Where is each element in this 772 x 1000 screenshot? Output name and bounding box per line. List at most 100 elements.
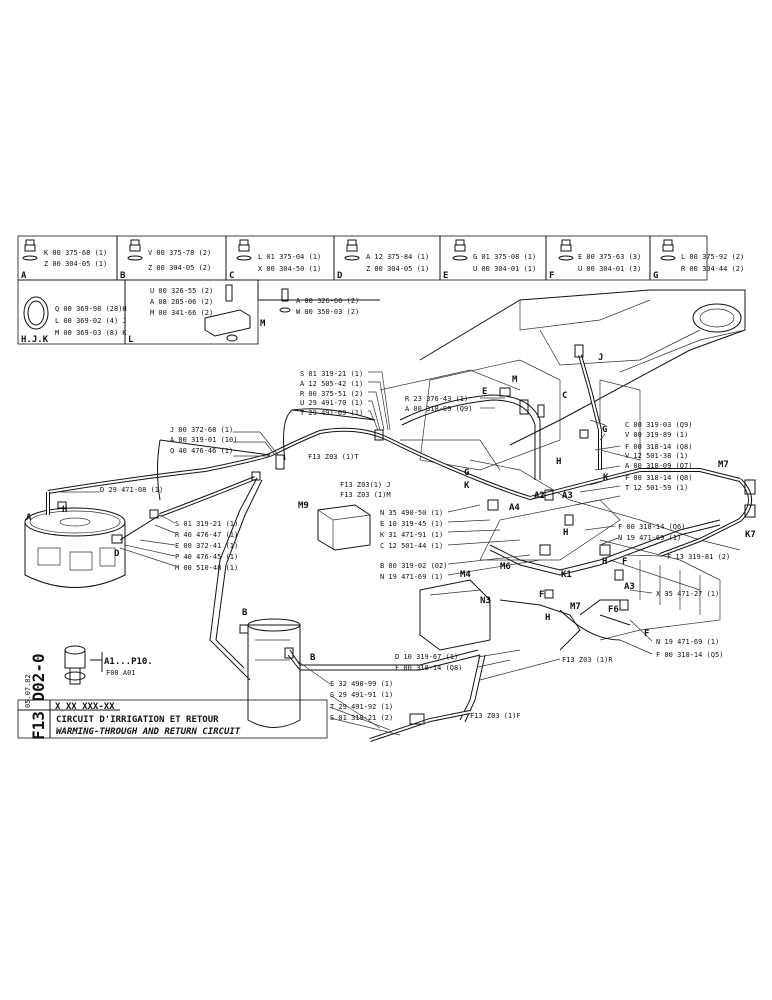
- kit-table: [17, 235, 708, 345]
- ref-m: F13 Z03 (1)M: [340, 491, 391, 499]
- a1-fitting-icon: [64, 645, 103, 685]
- a-series-sub: F00 A01: [106, 669, 136, 677]
- title-en: WARMING-THROUGH AND RETURN CIRCUIT: [56, 727, 241, 737]
- callout-c: C: [562, 391, 567, 401]
- kit-e-letter: E: [443, 271, 448, 281]
- kit-l-letter: L: [128, 335, 134, 345]
- part-t29: T 29 491-69 (1): [300, 409, 363, 417]
- callout-m7-right: M7: [718, 460, 729, 470]
- kit-d-letter: D: [337, 271, 343, 281]
- a-series-label: A1...P10.: [104, 657, 153, 667]
- kit-hjk-line1: Q 00 369-98 (28)H: [55, 305, 127, 313]
- callout-d: D: [114, 549, 120, 559]
- kit-glyphs: [22, 239, 676, 342]
- part-q40: Q 40 476-46 (1): [170, 447, 233, 455]
- part-c00-319: C 00 319-03 (Q9): [625, 421, 692, 429]
- callout-b-top: B: [242, 608, 248, 618]
- callout-g-right: G: [602, 425, 607, 435]
- part-t29-bottom: T 29 491-92 (1): [330, 703, 393, 711]
- callout-a: A: [26, 513, 32, 523]
- part-v12: V 12 501-38 (1): [625, 452, 688, 460]
- ref-j: F13 Z03(1) J: [340, 481, 391, 489]
- part-u29: U 29 491-70 (1): [300, 399, 363, 407]
- part-r23: R 23 376-43 (1): [405, 395, 468, 403]
- ref-t: F13 Z03 (1)T: [308, 453, 359, 461]
- callout-a2: A2: [534, 491, 545, 501]
- callout-h-right: H: [602, 557, 607, 567]
- callout-k-left: K: [464, 481, 470, 491]
- callout-j: J: [598, 353, 603, 363]
- part-e32: E 32 490-99 (1): [330, 680, 393, 688]
- callout-f-right: F: [622, 557, 627, 567]
- kit-m-letter: M: [260, 319, 266, 329]
- callout-m4: M4: [460, 570, 471, 580]
- m9-box: [317, 504, 371, 551]
- callout-a3-low: A3: [624, 582, 635, 592]
- kit-labels: K 00 375-68 (1) Z 00 304-05 (1) A V 00 3…: [21, 249, 744, 345]
- kit-m-line1: A 00 326-60 (2): [296, 297, 359, 305]
- part-f00-q5: F 00 318-14 (Q5): [656, 651, 723, 659]
- kit-e-line2: U 00 304-01 (1): [473, 265, 536, 273]
- title-block: X XX XXX-XX 05.07.82 CIRCUIT D'IRRIGATIO…: [17, 653, 328, 740]
- kit-hjk-line3: M 00 369-03 (8) K: [55, 329, 127, 337]
- callout-b-low: B: [310, 653, 316, 663]
- part-n19-low: N 19 471-69 (1): [656, 638, 719, 646]
- kit-c-line1: L 01 375-04 (1): [258, 253, 321, 261]
- part-n19-center: N 19 471-69 (1): [380, 573, 443, 581]
- kit-hjk-letter: H.J.K: [21, 335, 49, 345]
- part-labels: S 01 319-21 (1) A 12 505-42 (1) R 00 375…: [100, 370, 730, 722]
- part-a00-318: A 00 318-09 (Q9): [405, 405, 472, 413]
- part-f13: F 13 319-81 (2): [667, 553, 730, 561]
- part-a00-319: A 00 319-01 (10): [170, 436, 237, 444]
- part-k31: K 31 471-91 (1): [380, 531, 443, 539]
- kit-b-letter: B: [120, 271, 126, 281]
- callout-f6: F6: [608, 605, 619, 615]
- kit-c-line2: X 00 304-50 (1): [258, 265, 321, 273]
- part-v00-319: V 00 319-89 (1): [625, 431, 688, 439]
- part-n19-right: N 19 471-69 (1): [618, 534, 681, 542]
- part-c12: C 12 501-44 (1): [380, 542, 443, 550]
- kit-c-letter: C: [229, 271, 234, 281]
- callout-f-low: F: [644, 629, 649, 639]
- part-m00: M 00 510-48 (1): [175, 564, 238, 572]
- leader-lines: [60, 371, 664, 736]
- kit-d-line2: Z 00 304-05 (1): [366, 265, 429, 273]
- callout-m6: M6: [500, 562, 511, 572]
- fittings: [57, 344, 756, 725]
- part-t12: T 12 501-59 (1): [625, 484, 688, 492]
- part-s01-bottom: S 01 319-21 (2): [330, 714, 393, 722]
- kit-a-line2: Z 00 304-05 (1): [44, 260, 107, 268]
- callout-g-mid: G: [464, 468, 469, 478]
- kit-f-line1: E 00 375-63 (3): [578, 253, 641, 261]
- date: 05.07.82: [24, 674, 32, 708]
- title-fr: CIRCUIT D'IRRIGATION ET RETOUR: [56, 715, 219, 725]
- kit-e-line1: G 01 375-08 (1): [473, 253, 536, 261]
- ref-f: F13 Z03 (1)F: [470, 712, 521, 720]
- kit-hjk-line2: L 00 369-02 (4) J: [55, 317, 127, 325]
- part-d29: D 29 471-08 (1): [100, 486, 163, 494]
- kit-g-line1: L 00 375-92 (2): [681, 253, 744, 261]
- left-tank: [24, 507, 126, 588]
- callout-m-top: M: [512, 375, 518, 385]
- callout-m9: M9: [298, 501, 309, 511]
- kit-m-line2: W 00 350-03 (2): [296, 308, 359, 316]
- kit-l-line1: U 00 326-55 (2): [150, 287, 213, 295]
- callout-e: E: [482, 387, 487, 397]
- callout-h-left: H: [62, 505, 67, 515]
- part-p40: P 40 476-45 (1): [175, 553, 238, 561]
- hose-network: [46, 354, 752, 742]
- ref-code: X XX XXX-XX: [55, 702, 115, 712]
- part-n35: N 35 490-50 (1): [380, 509, 443, 517]
- callout-h-mid: H: [556, 457, 561, 467]
- kit-b-line1: V 00 375-78 (2): [148, 249, 211, 257]
- callout-a4: A4: [509, 503, 520, 513]
- part-s01-top: S 01 319-21 (1): [300, 370, 363, 378]
- a-series-ref: A1...P10. F00 A01: [104, 657, 153, 677]
- callout-h-center: H: [563, 528, 568, 538]
- part-s29: S 29 491-91 (1): [330, 691, 393, 699]
- kit-f-letter: F: [549, 271, 554, 281]
- kit-a-letter: A: [21, 271, 27, 281]
- part-e00: E 00 372-41 (1): [175, 542, 238, 550]
- part-f00-q8a: F 00 318-14 (Q8): [625, 443, 692, 451]
